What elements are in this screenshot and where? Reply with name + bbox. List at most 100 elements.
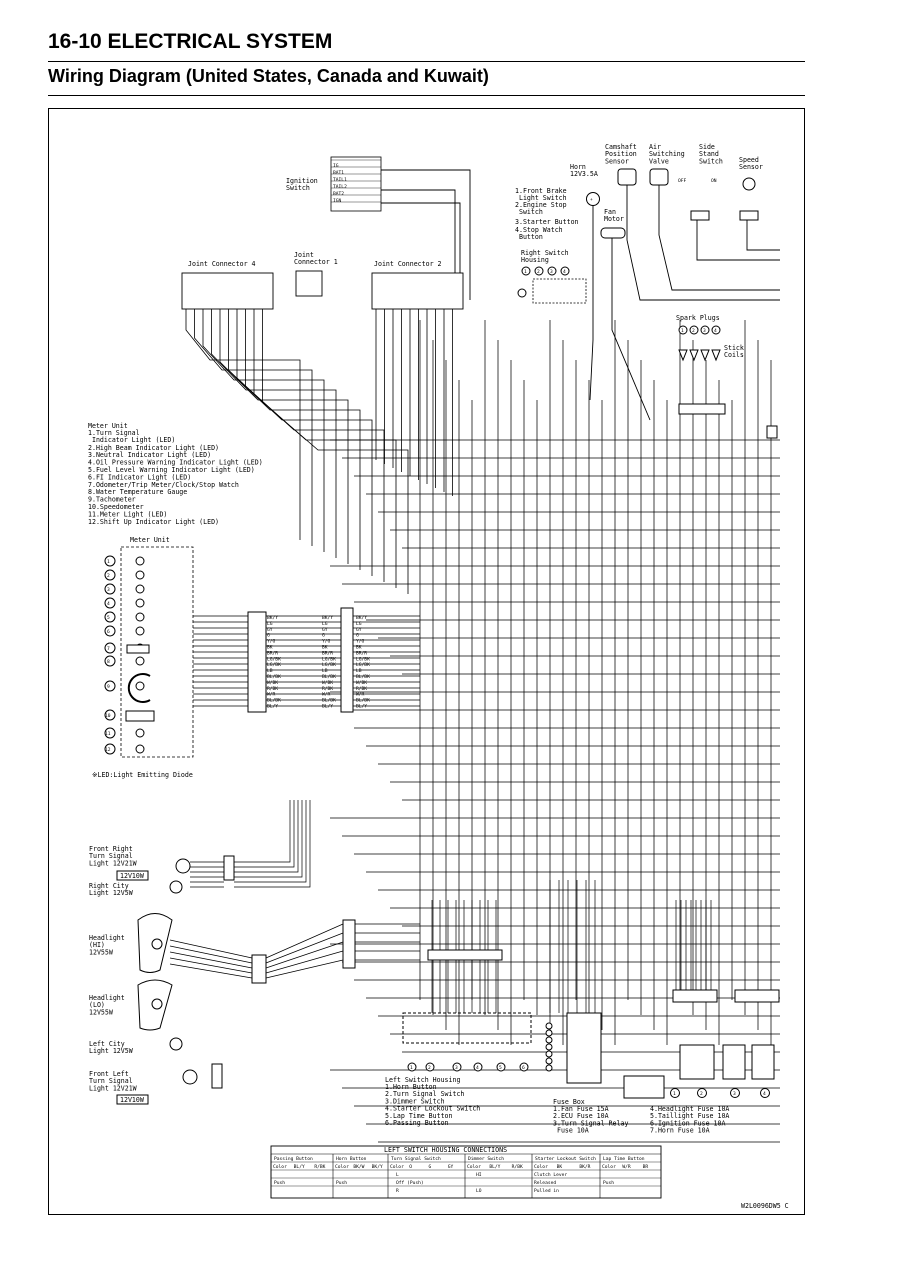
left-switch-number: 4	[476, 1065, 479, 1071]
wire-color-label: GY	[267, 627, 273, 633]
left-switch-number: 6	[522, 1065, 525, 1071]
wire-color-label: LB	[322, 668, 328, 674]
svg-text:+: +	[590, 198, 593, 203]
svg-text:ON: ON	[711, 178, 717, 184]
wire-color-label: W/R	[322, 692, 331, 698]
lsh-color-label: Color	[390, 1164, 404, 1170]
svg-text:Joint Connector 4: Joint Connector 4	[188, 260, 256, 268]
wire-color-label: LB	[267, 668, 273, 674]
left-switch-legend-item: 3.Dimmer Switch	[385, 1097, 445, 1105]
wire-color-label: R/BK	[356, 686, 367, 692]
lsh-color-label: BL/Y	[489, 1164, 500, 1170]
relay-number: 1	[673, 1091, 676, 1097]
wire-color-label: BR/R	[356, 650, 367, 656]
lsh-state: R	[396, 1188, 399, 1194]
wire-color-label: BK/Y	[356, 615, 367, 621]
wire-color-label: W/BK	[322, 680, 333, 686]
svg-text:12V10W: 12V10W	[120, 872, 144, 880]
meter-item-number: 6	[107, 629, 110, 635]
wire-color-label: LG/BK	[356, 656, 370, 662]
relay-number: 3	[733, 1091, 736, 1097]
subtitle-rule	[48, 95, 805, 96]
section-title: 16-10 ELECTRICAL SYSTEM	[48, 30, 333, 53]
meter-item-number: 10	[105, 713, 111, 719]
wire-color-label: W/R	[356, 692, 365, 698]
lsh-state: Released	[534, 1180, 556, 1186]
meter-legend-item: 11.Meter Light (LED)	[88, 510, 167, 518]
wire-color-label: LG/BK	[356, 662, 370, 668]
lsh-state: Pulled in	[534, 1188, 559, 1194]
meter-legend-item: 2.High Beam Indicator Light (LED)	[88, 444, 219, 452]
left-switch-number: 5	[499, 1065, 502, 1071]
headlight-connector	[251, 954, 267, 984]
relay-number: 4	[763, 1091, 766, 1097]
ignition-position-label: BAT1	[333, 170, 344, 176]
lsh-color-label: BK	[557, 1164, 563, 1170]
svg-text:Headlight(HI)12V55W: Headlight(HI)12V55W	[89, 934, 125, 956]
lsh-state: Push	[603, 1180, 614, 1186]
spark-plug-number: 1	[681, 328, 684, 334]
wire-color-label: BL/BK	[267, 674, 281, 680]
lsh-color-label: O	[409, 1164, 412, 1170]
meter-legend-item: 5.Fuel Level Warning Indicator Light (LE…	[88, 466, 255, 474]
meter-item-number: 9	[107, 684, 110, 690]
meter-legend-item: 3.Neutral Indicator Light (LED)	[88, 451, 211, 459]
left-switch-number: 2	[428, 1065, 431, 1071]
led-note: ※LED:Light Emitting Diode	[92, 771, 193, 779]
wire-color-label: W/BK	[356, 680, 367, 686]
left-switch-title: Left Switch Housing	[385, 1076, 460, 1084]
meter-legend-item: 1.Turn Signal Indicator Light (LED)	[88, 429, 175, 444]
lsh-color-label: BK/Y	[372, 1164, 383, 1170]
svg-text:12V10W: 12V10W	[120, 1096, 144, 1104]
wire-color-label: G	[267, 633, 270, 639]
wire-harness	[169, 169, 780, 1143]
svg-text:OFF: OFF	[678, 178, 687, 184]
spark-plug-number: 3	[703, 328, 706, 334]
lsh-color-label: R/BK	[314, 1164, 325, 1170]
spark-plug-number: 2	[692, 328, 695, 334]
fuse-legend-item: 5.Taillight Fuse 10A	[650, 1112, 729, 1120]
wire-color-label: BL/Y	[267, 704, 278, 710]
wire-color-label: BL/Y	[322, 704, 333, 710]
ignition-position-label: TAIL2	[333, 184, 347, 190]
page-subtitle: Wiring Diagram (United States, Canada an…	[48, 66, 489, 86]
left-switch-legend-item: 2.Turn Signal Switch	[385, 1090, 464, 1098]
lsh-table-title: LEFT SWITCH HOUSING CONNECTIONS	[384, 1146, 507, 1154]
left-switch-number: 3	[455, 1065, 458, 1071]
lsh-group-label: Dimmer Switch	[468, 1156, 504, 1162]
wire-color-label: LG/BK	[267, 662, 281, 668]
wire-color-label: BL/BK	[322, 698, 336, 704]
lsh-group-label: Horn Button	[336, 1156, 367, 1162]
lsh-connections-table: LEFT SWITCH HOUSING CONNECTIONS Passing …	[270, 1145, 662, 1199]
right-switch-legend-item: 2.Engine Stop Switch	[515, 201, 567, 216]
lsh-color-label: BK/W	[353, 1164, 364, 1170]
wire-color-label: BR/R	[267, 650, 278, 656]
wire-color-label: LG/BK	[322, 656, 336, 662]
meter-legend-item: 12.Shift Up Indicator Light (LED)	[88, 518, 219, 526]
lsh-state: L	[396, 1172, 399, 1178]
wire-color-label: BL/BK	[356, 698, 370, 704]
meter-item-number: 4	[107, 601, 110, 607]
left-switch-legend-item: 6.Passing Button	[385, 1119, 449, 1127]
wire-color-label: BL/BK	[267, 698, 281, 704]
meter-legend-item: 10.Speedometer	[88, 503, 144, 511]
ignition-position-label: IG	[333, 163, 339, 169]
wire-color-label: BK/Y	[267, 615, 278, 621]
meter-item-number: 7	[107, 646, 110, 652]
wire-color-label: Y/G	[322, 639, 331, 645]
